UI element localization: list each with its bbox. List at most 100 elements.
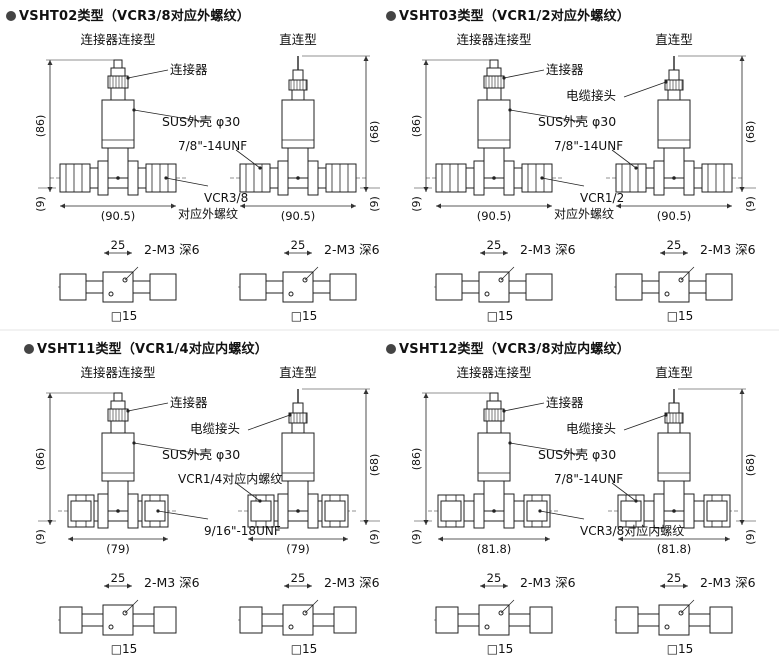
leader-shell xyxy=(133,442,207,456)
m3-hole xyxy=(664,291,670,297)
leader-thread xyxy=(235,482,261,502)
gland-ring xyxy=(664,412,684,424)
stem xyxy=(483,480,505,512)
label-square-left: □15 xyxy=(487,309,514,323)
leader-thread xyxy=(611,149,637,169)
stem xyxy=(663,480,685,512)
dim-height-left-arrow-a xyxy=(423,60,429,65)
label-shell: SUS外壳 φ30 xyxy=(162,447,240,462)
center-mark xyxy=(672,509,676,513)
stem xyxy=(287,147,309,179)
m3-hole xyxy=(664,624,670,630)
panel-title-vsht12: VSHT12类型（VCR3/8对应内螺纹） xyxy=(386,338,630,357)
m3-leader xyxy=(124,599,139,614)
gland-neck xyxy=(291,422,305,434)
dim-height-right-arrow-a xyxy=(739,389,745,394)
panel-title-vsht11: VSHT11类型（VCR1/4对应内螺纹） xyxy=(24,338,268,357)
dim-width-right-arrow-b xyxy=(725,536,730,542)
dim-25-right-arrow-b xyxy=(683,583,688,589)
hex-nut xyxy=(307,493,319,529)
label-thread: 7/8"-14UNF xyxy=(178,139,247,153)
label-thread: VCR1/4对应内螺纹 xyxy=(178,471,282,486)
leader-end-fitting xyxy=(539,510,585,520)
dim-25-right-arrow-a xyxy=(284,250,289,256)
leader-shell-dot xyxy=(508,441,512,445)
label-small-left: (9) xyxy=(410,529,423,545)
dim-25-right-arrow-b xyxy=(307,250,312,256)
dim-height-right-arrow-a xyxy=(363,389,369,394)
male-fitting xyxy=(239,163,271,193)
caption-direct-type: 直连型 xyxy=(279,32,317,47)
connector-cap xyxy=(110,67,126,77)
hex-nut xyxy=(683,493,695,529)
hex-nut xyxy=(127,160,139,196)
panel-title-vsht03: VSHT03类型（VCR1/2对应外螺纹） xyxy=(386,5,630,24)
gland-neck xyxy=(291,89,305,101)
sus-shell xyxy=(281,432,315,482)
label-end-1: VCR3/8 xyxy=(204,191,248,205)
dim-width-right-arrow-a xyxy=(240,203,245,209)
label-square-right: □15 xyxy=(667,642,694,656)
plan-view-right xyxy=(614,599,734,636)
nut-bore xyxy=(324,500,346,522)
label-thread: 7/8"-14UNF xyxy=(554,139,623,153)
plan-fitting xyxy=(615,273,643,301)
leader-shell-dot xyxy=(132,108,136,112)
label-connector: 连接器 xyxy=(170,62,208,77)
label-mount-right: 2-M3 深6 xyxy=(700,242,756,257)
dim-height-right-arrow-a xyxy=(739,56,745,61)
nut-bore xyxy=(70,500,92,522)
plan-fitting xyxy=(705,273,733,301)
leader-end-fitting xyxy=(541,177,585,187)
m3-hole xyxy=(678,610,684,616)
m3-leader xyxy=(680,266,695,281)
leader-connector-dot xyxy=(126,76,130,80)
leader-connector-dot xyxy=(126,409,130,413)
leader-end-fitting-dot xyxy=(540,176,544,180)
label-connector: 连接器 xyxy=(170,395,208,410)
plan-view-left xyxy=(434,266,554,303)
label-square-right: □15 xyxy=(667,309,694,323)
hex-nut xyxy=(473,493,485,529)
m3-hole xyxy=(678,277,684,283)
leader-connector xyxy=(503,402,545,412)
leader-shell-dot xyxy=(508,108,512,112)
center-mark xyxy=(296,509,300,513)
hex-nut xyxy=(97,493,109,529)
nut-bore xyxy=(526,500,548,522)
dim-width-right-arrow-a xyxy=(248,536,253,542)
dim-width-left-arrow-a xyxy=(60,203,65,209)
label-height-right: (68) xyxy=(744,454,757,477)
connector-neck xyxy=(486,420,502,434)
caption-direct-type: 直连型 xyxy=(279,365,317,380)
leader-shell-dot xyxy=(132,441,136,445)
plan-fitting xyxy=(615,606,639,634)
label-height-left: (86) xyxy=(34,115,47,138)
label-width-left: (79) xyxy=(106,542,130,556)
sus-shell xyxy=(657,99,691,149)
dim-25-right-arrow-a xyxy=(284,583,289,589)
dim-width-right-arrow-b xyxy=(351,203,356,209)
hex-nut xyxy=(503,493,515,529)
label-cable-gland: 电缆接头 xyxy=(566,421,616,436)
dim-height-left-arrow-a xyxy=(423,393,429,398)
label-cable-gland: 电缆接头 xyxy=(566,88,616,103)
label-width-left: (90.5) xyxy=(101,209,136,223)
sensor-connector-type xyxy=(426,59,562,196)
m3-leader xyxy=(500,599,515,614)
plan-fitting xyxy=(709,606,733,634)
center-mark xyxy=(296,176,300,180)
connector-pin xyxy=(489,392,499,402)
m3-leader xyxy=(500,266,515,281)
dim-25-left-arrow-b xyxy=(127,583,132,589)
stem xyxy=(287,480,309,512)
label-height-left: (86) xyxy=(410,115,423,138)
dim-height-left-arrow-a xyxy=(47,393,53,398)
leader-cable-gland xyxy=(247,414,291,431)
label-25-left: 25 xyxy=(111,238,126,252)
label-width-left: (90.5) xyxy=(477,209,512,223)
dim-width-right-arrow-a xyxy=(618,536,623,542)
label-width-right: (81.8) xyxy=(657,542,692,556)
label-height-right: (68) xyxy=(368,121,381,144)
dim-height-right-arrow-a xyxy=(363,56,369,61)
